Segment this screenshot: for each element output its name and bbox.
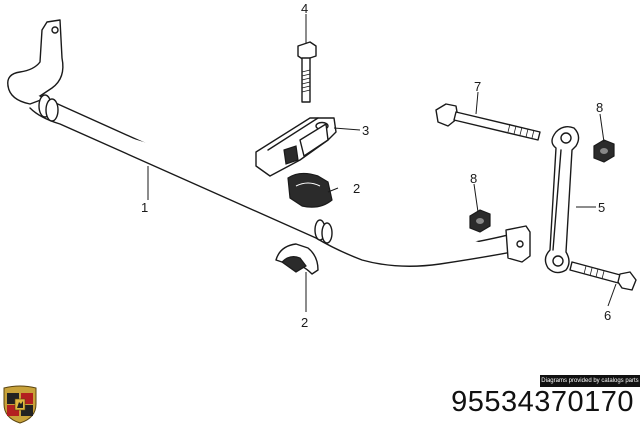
porsche-crest-icon [3, 385, 37, 424]
bushing-upper [287, 172, 333, 208]
leader-lines [147, 14, 617, 312]
stabilizer-link [544, 125, 580, 274]
credit-bar: Diagrams provided by catalogs parts [540, 375, 640, 387]
lower-link-bolt [569, 261, 637, 291]
callout-8-lower: 8 [470, 171, 477, 186]
callout-6: 6 [604, 308, 611, 323]
callout-2-lower: 2 [301, 315, 308, 330]
bushing-lower [275, 243, 319, 275]
link-bolt [435, 103, 541, 141]
callout-4: 4 [301, 1, 308, 16]
part-number: 95534370170 [451, 386, 634, 418]
callout-3: 3 [362, 123, 369, 138]
callout-2-upper: 2 [353, 181, 360, 196]
callout-5: 5 [598, 200, 605, 215]
callout-1: 1 [141, 200, 148, 215]
mounting-bracket [255, 117, 337, 177]
callout-7: 7 [474, 79, 481, 94]
bracket-bolt [297, 41, 317, 103]
nut-lower [469, 209, 491, 233]
callout-8-upper: 8 [596, 100, 603, 115]
nut-upper [593, 139, 615, 163]
